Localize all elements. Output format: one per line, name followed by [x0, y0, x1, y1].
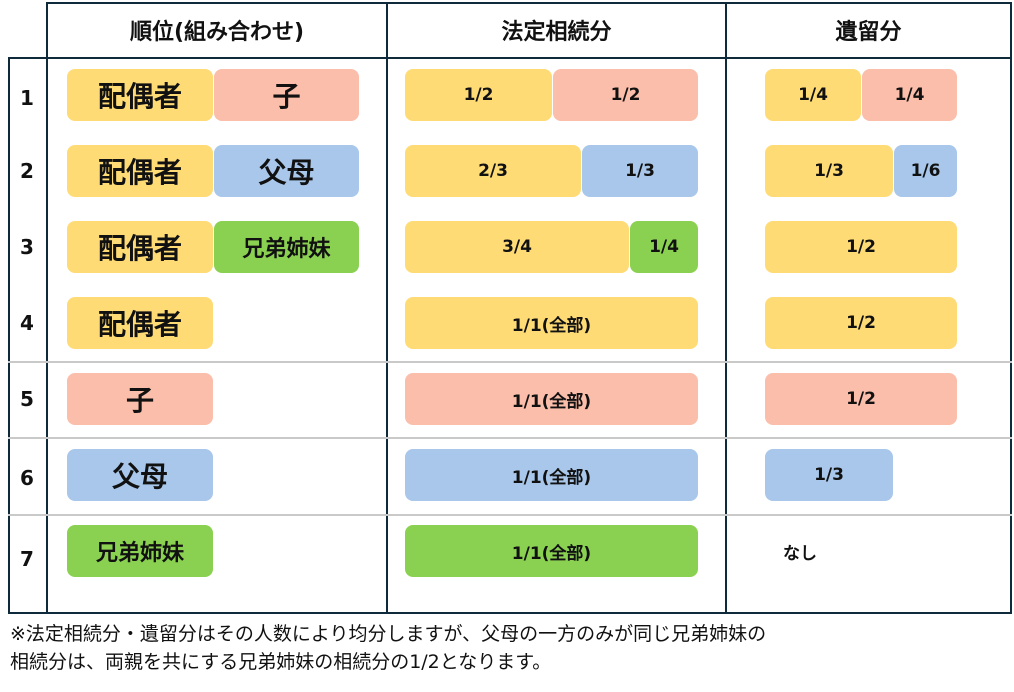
- reserved-share-spouse: 1/2: [765, 297, 957, 349]
- header-reserved-share: 遺留分: [835, 20, 902, 45]
- rank-label: 7: [20, 547, 34, 571]
- legal-share-spouse: 1/2: [405, 69, 552, 121]
- col-divider-rank: [46, 2, 48, 614]
- col-divider-legal: [386, 2, 388, 614]
- reserved-share-none: なし: [783, 543, 817, 564]
- reserved-share-child: 1/4: [862, 69, 957, 121]
- rank-label: 5: [20, 387, 34, 411]
- legal-share-siblings: 1/4: [630, 221, 698, 273]
- footnote-line-2: 相続分は、両親を共にする兄弟姉妹の相続分の1/2となります。: [10, 651, 552, 673]
- legal-share-child: 1/2: [553, 69, 698, 121]
- rank-label: 6: [20, 466, 34, 490]
- header-legal-share: 法定相続分: [501, 20, 612, 45]
- reserved-share-parents: 1/6: [894, 145, 957, 197]
- table-border-top: [46, 2, 1012, 4]
- combo-spouse: 配偶者: [67, 145, 213, 197]
- reserved-share-spouse: 1/2: [765, 221, 957, 273]
- col-divider-reserved: [725, 2, 727, 614]
- table-border-left: [8, 58, 10, 614]
- combo-child: 子: [67, 373, 213, 425]
- reserved-share-child: 1/2: [765, 373, 957, 425]
- rank-label: 4: [20, 311, 34, 335]
- legal-share-spouse: 3/4: [405, 221, 629, 273]
- reserved-share-spouse: 1/3: [765, 145, 893, 197]
- header-underline: [8, 57, 1012, 59]
- reserved-share-parents: 1/3: [765, 449, 893, 501]
- footnote-line-1: ※法定相続分・遺留分はその人数により均分しますが、父母の一方のみが同じ兄弟姉妹の: [10, 623, 767, 645]
- legal-share-child: 1/1(全部): [405, 373, 698, 425]
- header-rank: 順位(組み合わせ): [129, 20, 305, 45]
- table-border-right: [1010, 2, 1012, 614]
- combo-child: 子: [214, 69, 359, 121]
- rank-label: 1: [20, 86, 34, 110]
- row-divider-6-7: [8, 514, 1012, 516]
- legal-share-spouse: 1/1(全部): [405, 297, 698, 349]
- legal-share-spouse: 2/3: [405, 145, 581, 197]
- table-border-bottom: [8, 612, 1012, 614]
- legal-share-parents: 1/1(全部): [405, 449, 698, 501]
- row-divider-4-5: [8, 361, 1012, 363]
- combo-spouse: 配偶者: [67, 69, 213, 121]
- legal-share-siblings: 1/1(全部): [405, 525, 698, 577]
- combo-siblings: 兄弟姉妹: [67, 525, 213, 577]
- combo-spouse: 配偶者: [67, 297, 213, 349]
- combo-siblings: 兄弟姉妹: [214, 221, 359, 273]
- legal-share-parents: 1/3: [582, 145, 698, 197]
- combo-spouse: 配偶者: [67, 221, 213, 273]
- reserved-share-spouse: 1/4: [765, 69, 861, 121]
- rank-label: 2: [20, 159, 34, 183]
- combo-parents: 父母: [214, 145, 359, 197]
- row-divider-5-6: [8, 437, 1012, 439]
- combo-parents: 父母: [67, 449, 213, 501]
- rank-label: 3: [20, 235, 34, 259]
- footnote: ※法定相続分・遺留分はその人数により均分しますが、父母の一方のみが同じ兄弟姉妹の…: [10, 620, 1010, 676]
